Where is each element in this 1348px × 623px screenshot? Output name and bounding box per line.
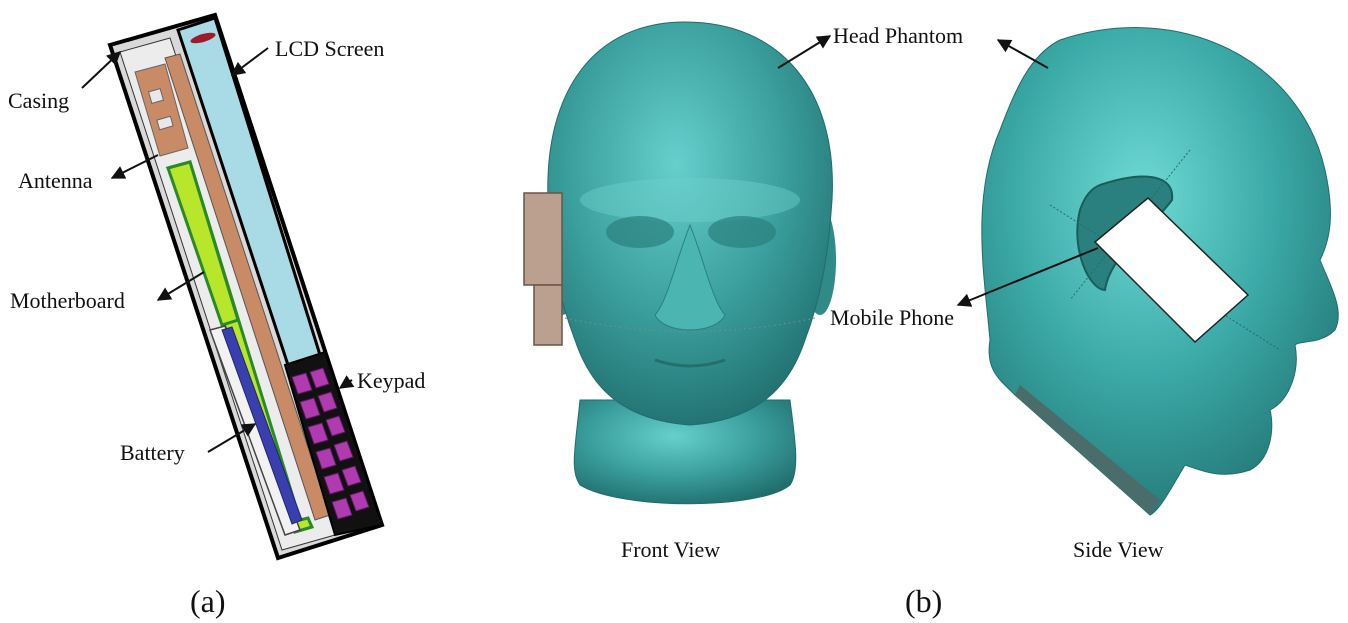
label-mobile-phone: Mobile Phone	[830, 305, 954, 330]
front-neck	[573, 399, 797, 505]
panel-letter-a: (a)	[190, 583, 226, 619]
antenna-arrow	[110, 154, 159, 179]
keypad-frame	[283, 350, 384, 537]
front-view-head	[544, 21, 836, 505]
front-left-eye	[606, 216, 674, 248]
panel-a-arrows	[81, 47, 355, 453]
front-phone-upper	[523, 192, 563, 286]
caption-side-view: Side View	[1073, 537, 1164, 562]
mobile-phone-arrow	[956, 247, 1099, 307]
front-phone-lower	[533, 284, 563, 346]
antenna-element-2	[156, 115, 174, 131]
panel-letter-b: (b)	[905, 583, 942, 619]
keypad-keys	[291, 367, 370, 520]
caption-front-view: Front View	[621, 537, 720, 562]
lcd-arrow	[230, 47, 269, 76]
front-mouth	[654, 358, 726, 368]
panel-b-arrows	[777, 35, 1099, 307]
front-view-phone	[523, 192, 563, 346]
phone-model	[107, 12, 385, 561]
head-phantom-arrow-front	[777, 35, 832, 69]
speaker-grille	[190, 32, 216, 44]
label-antenna: Antenna	[18, 168, 93, 193]
side-jaw-shadow	[1015, 385, 1160, 515]
motherboard-arrow	[156, 271, 205, 301]
side-view-phone	[1093, 196, 1250, 344]
label-head-phantom: Head Phantom	[833, 23, 963, 48]
front-right-eye	[708, 216, 776, 248]
keypad-arrow	[338, 375, 355, 389]
antenna-element	[147, 87, 165, 105]
label-casing: Casing	[8, 88, 69, 113]
label-motherboard: Motherboard	[10, 288, 125, 313]
side-mesh-line-2	[1049, 204, 1281, 351]
head-phantom-arrow-side	[996, 39, 1049, 69]
front-head-shape	[547, 21, 833, 426]
label-lcd-screen: LCD Screen	[275, 36, 384, 61]
label-battery: Battery	[120, 440, 185, 465]
casing-arrow	[81, 51, 122, 89]
front-nose	[654, 223, 726, 331]
front-brow	[580, 178, 800, 222]
front-mesh-line	[564, 317, 816, 332]
label-keypad: Keypad	[357, 368, 425, 393]
antenna-block	[134, 63, 189, 157]
battery	[221, 326, 303, 525]
battery-arrow	[207, 423, 257, 453]
